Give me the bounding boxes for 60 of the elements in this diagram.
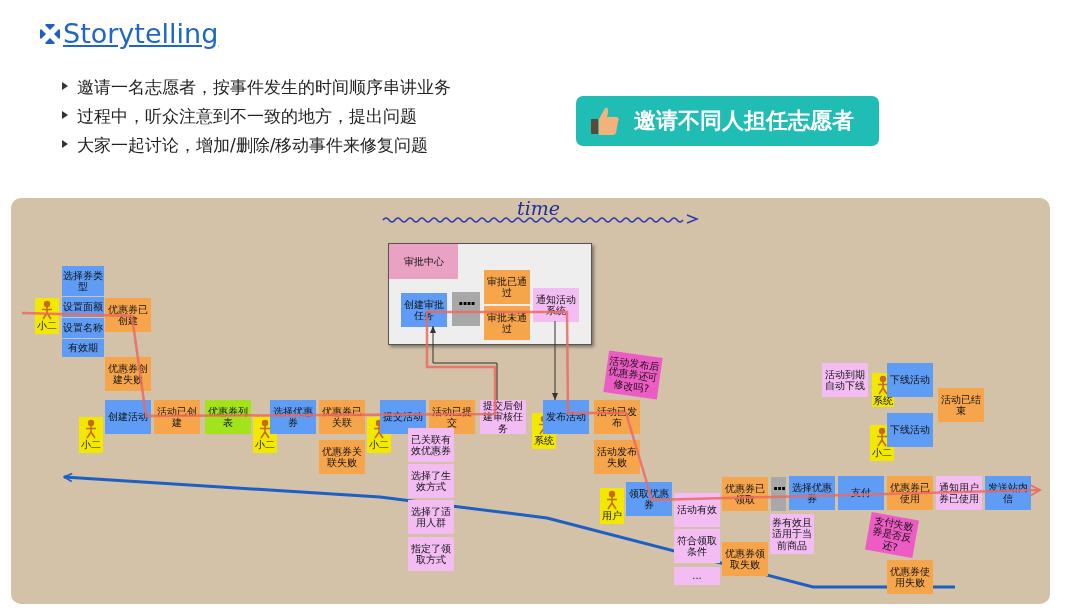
sticky-note: .... xyxy=(452,292,480,326)
sticky-note: 创建活动 xyxy=(105,400,151,434)
sticky-note: 设置名称 xyxy=(62,318,104,338)
sticky-note: 选择券类型 xyxy=(62,266,104,296)
actor-sticky-note xyxy=(600,488,624,524)
actor-label: 小二 xyxy=(37,320,57,332)
sticky-note: 选择了适用人群 xyxy=(408,500,454,534)
sticky-note: 下线活动 xyxy=(887,363,933,397)
sticky-note: 已关联有效优惠券 xyxy=(408,428,454,462)
actor-label: 小二 xyxy=(81,439,101,451)
sticky-note: 活动发布失败 xyxy=(594,440,640,474)
actor-sticky-note xyxy=(79,417,103,453)
sticky-note: 有效期 xyxy=(62,339,104,357)
sticky-note: 活动已结束 xyxy=(938,388,984,422)
sticky-note: 通知用户券已使用 xyxy=(936,476,982,510)
sticky-note: 支付 xyxy=(838,476,884,510)
sticky-note: 下线活动 xyxy=(887,413,933,447)
bullet-text: 邀请一名志愿者，按事件发生的时间顺序串讲业务 xyxy=(77,76,451,99)
sticky-note: 优惠券已领取 xyxy=(722,477,768,511)
sticky-note: 审批已通过 xyxy=(484,270,530,304)
badge-text: 邀请不同人担任志愿者 xyxy=(634,107,854,135)
arrow xyxy=(552,320,558,401)
sticky-note: 选择了生效方式 xyxy=(408,464,454,498)
actor-sticky-note xyxy=(35,298,59,334)
sticky-note: 发布活动 xyxy=(543,400,589,434)
actor-label: 小二 xyxy=(872,447,892,459)
sticky-note: 选择优惠券 xyxy=(270,400,316,434)
panel xyxy=(388,243,592,345)
sticky-note: 活动有效 xyxy=(674,493,720,527)
sticky-note: 活动到期自动下线 xyxy=(822,363,868,397)
actor-label: 小二 xyxy=(255,439,275,451)
sticky-note: 提交后创建审核任务 xyxy=(480,400,526,434)
sticky-note: 审批未通过 xyxy=(484,306,530,340)
sticky-note: ... xyxy=(674,567,720,585)
arrow xyxy=(430,325,498,401)
time-label: time xyxy=(517,197,560,219)
sticky-note: 优惠券领取失败 xyxy=(722,542,768,576)
title: Storytelling xyxy=(63,18,219,49)
actor-label: 用户 xyxy=(602,510,622,522)
sticky-note: 符合领取条件 xyxy=(674,529,720,563)
sticky-note: 优惠券已使用 xyxy=(887,476,933,510)
sticky-note: 优惠券创建失败 xyxy=(105,357,151,391)
sticky-note: 活动已发布 xyxy=(594,400,640,434)
sticky-note: 券有效且适用于当前商品 xyxy=(770,514,814,554)
sticky-note: 指定了领取方式 xyxy=(408,537,454,571)
actor-label: 系统 xyxy=(873,395,893,407)
sticky-note: 领取优惠券 xyxy=(626,482,672,516)
sticky-note: 优惠券关联失败 xyxy=(319,440,365,474)
sticky-note: 创建审批任务 xyxy=(401,293,447,327)
bullet-text: 大家一起讨论，增加/删除/移动事件来修复问题 xyxy=(77,134,429,157)
sticky-note: 优惠券已关联 xyxy=(319,400,365,434)
sticky-note: 优惠券使用失败 xyxy=(887,560,933,594)
sticky-note: 优惠券已创建 xyxy=(105,298,151,332)
actor-label: 小二 xyxy=(369,439,389,451)
actor-label: 系统 xyxy=(534,435,554,447)
sticky-note: 活动已创建 xyxy=(154,400,200,434)
sticky-note: 通知活动系统 xyxy=(533,288,579,322)
bullet-text: 过程中，听众注意到不一致的地方，提出问题 xyxy=(77,105,417,128)
sticky-note: ... xyxy=(771,477,786,511)
sticky-note: 审批中心 xyxy=(389,244,458,279)
